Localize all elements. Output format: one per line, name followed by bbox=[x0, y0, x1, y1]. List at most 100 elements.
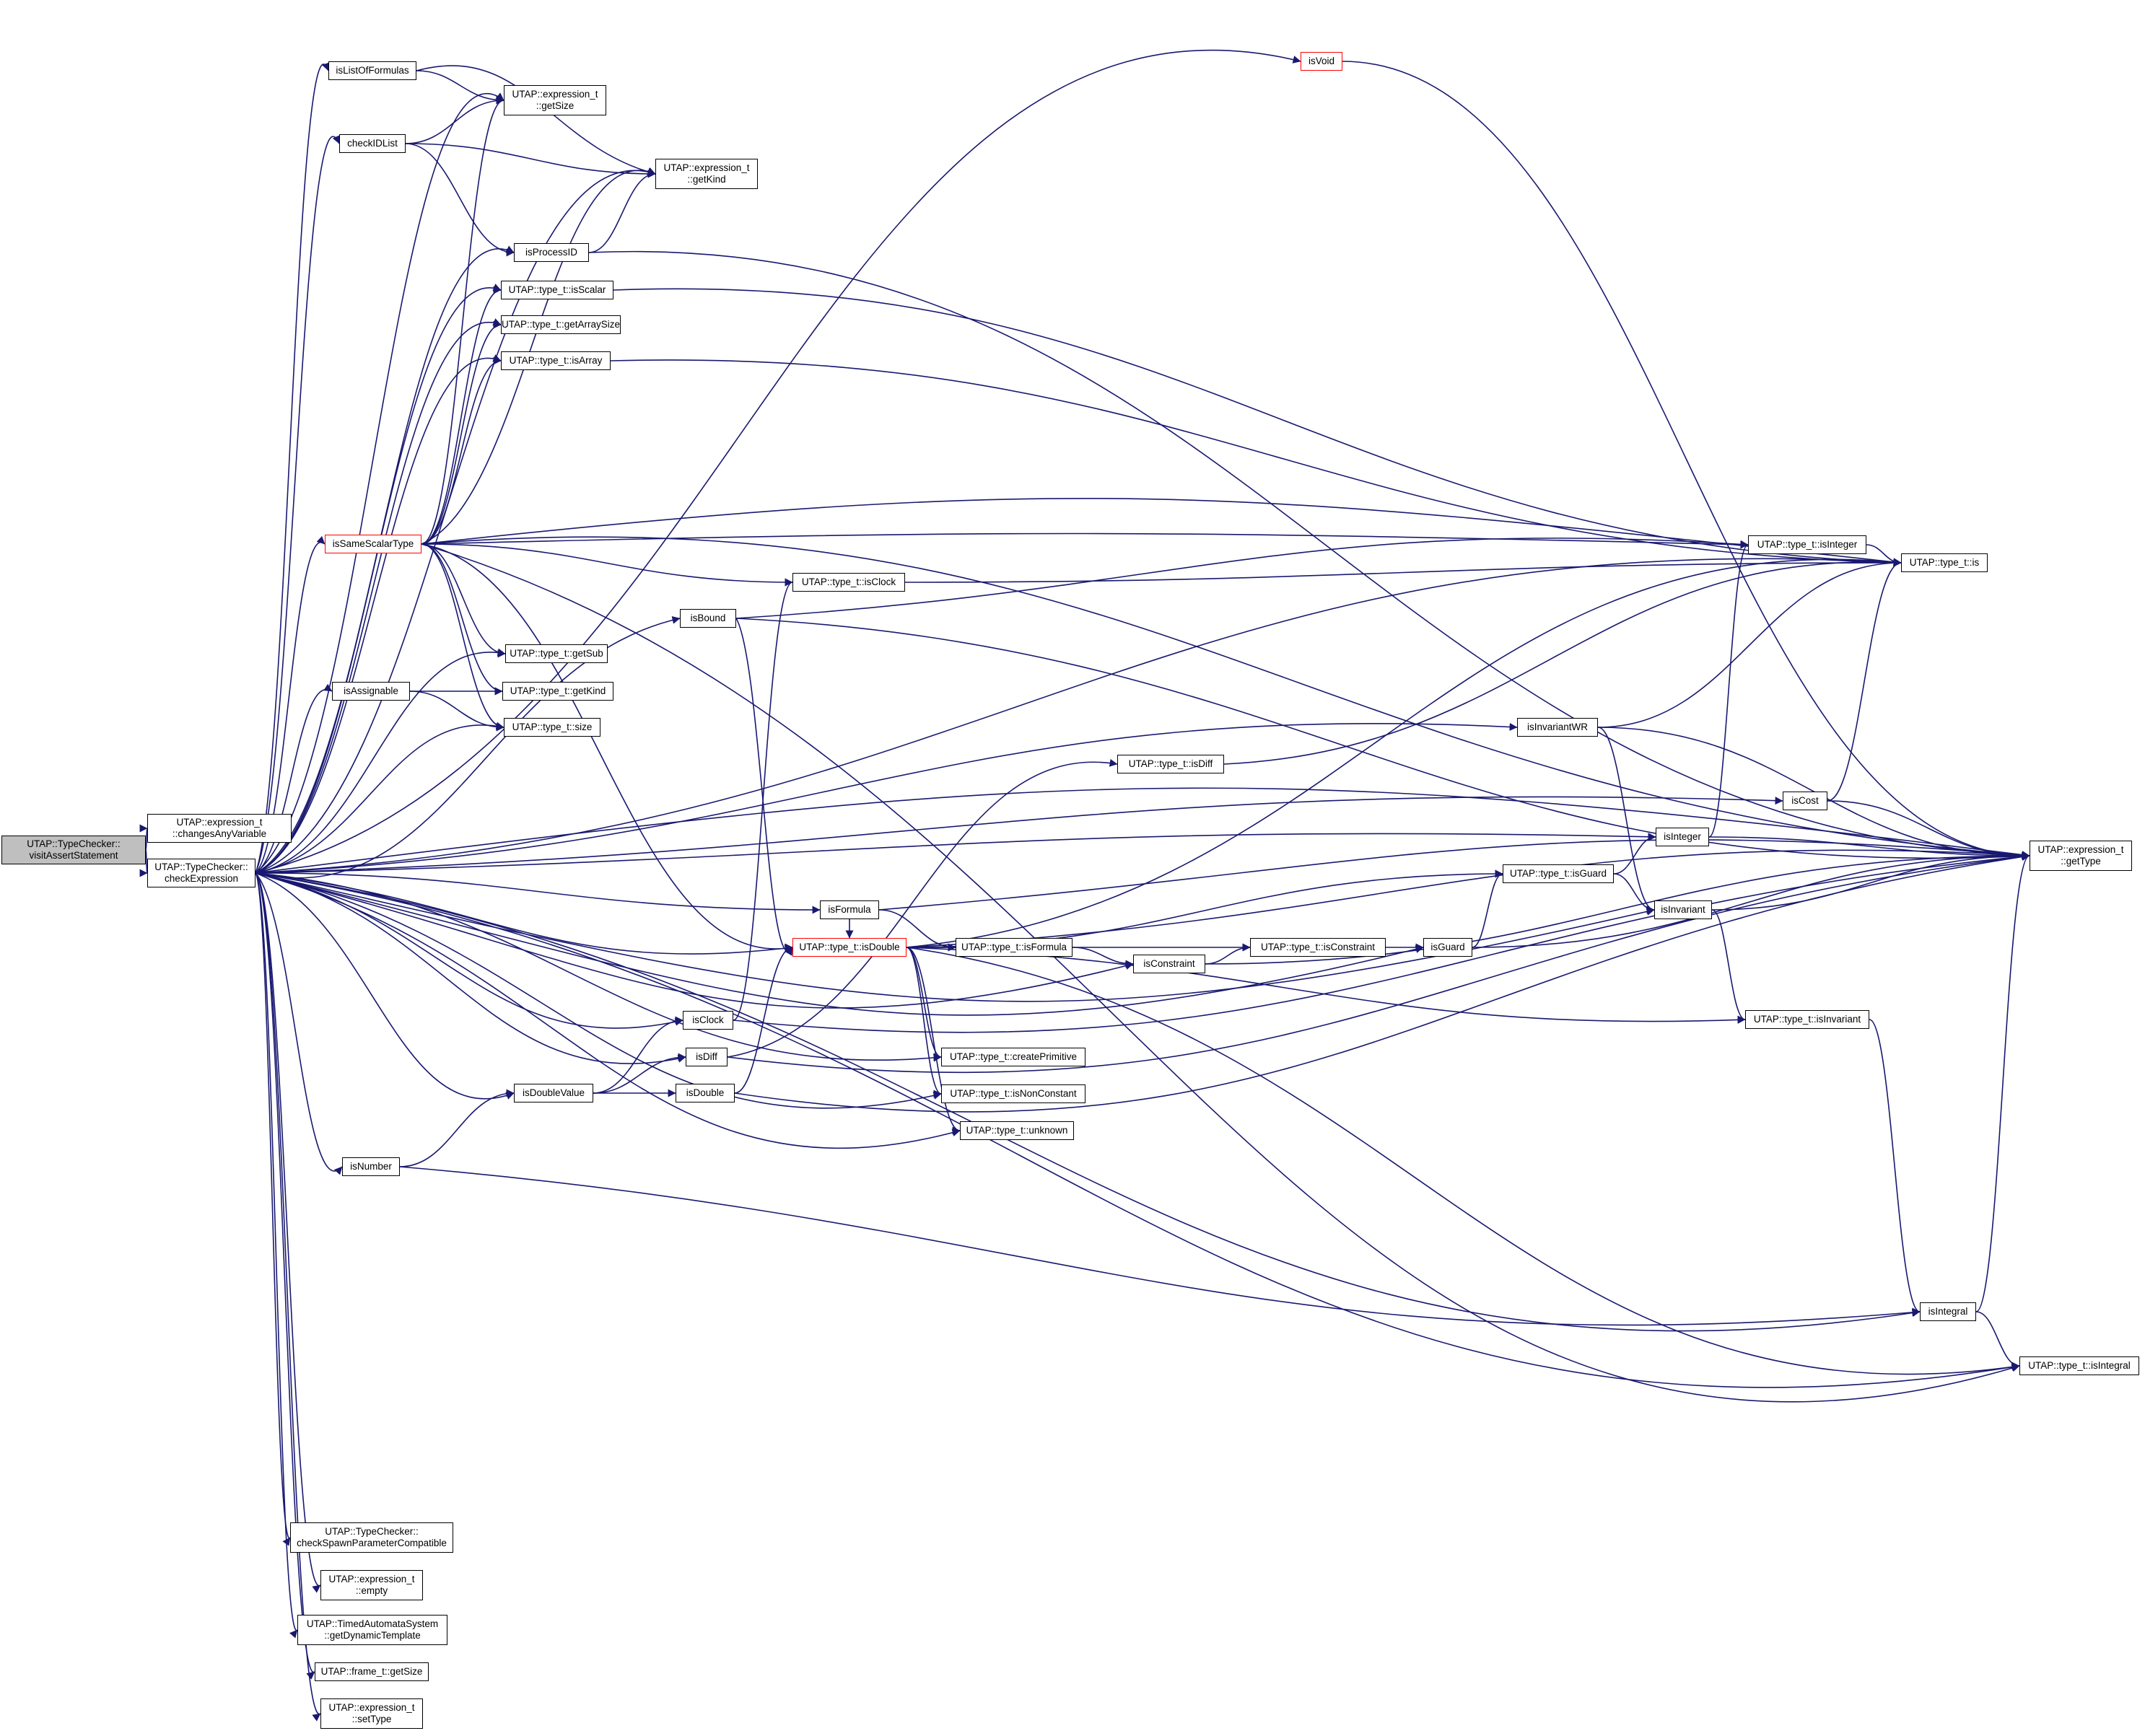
edge-isAssignable-to-type_size bbox=[409, 691, 504, 732]
node-type-get-array-size[interactable]: UTAP::type_t::getArraySize bbox=[501, 315, 621, 334]
node-is-clock[interactable]: isClock bbox=[683, 1011, 733, 1030]
edge-checkExpression-to-isConstraint bbox=[255, 872, 1134, 1009]
node-changes-any-variable[interactable]: UTAP::expression_t ::changesAnyVariable bbox=[147, 814, 292, 843]
node-is-void[interactable]: isVoid bbox=[1301, 52, 1342, 71]
node-is-formula[interactable]: isFormula bbox=[820, 900, 879, 919]
node-check-expression[interactable]: UTAP::TypeChecker:: checkExpression bbox=[147, 859, 255, 887]
edge-isInteger-to-getType bbox=[1708, 836, 2030, 860]
node-is-invariant[interactable]: isInvariant bbox=[1654, 900, 1712, 919]
node-is-guard[interactable]: isGuard bbox=[1423, 938, 1472, 957]
edge-checkExpression-to-expr_getSize bbox=[255, 92, 504, 874]
node-is-invariant-wr[interactable]: isInvariantWR bbox=[1517, 718, 1598, 737]
node-is-double[interactable]: isDouble bbox=[676, 1084, 735, 1102]
node-type-is-invariant[interactable]: UTAP::type_t::isInvariant bbox=[1745, 1010, 1869, 1029]
edge-visitAssertStatement-to-changesAnyVariable bbox=[139, 824, 148, 851]
node-type-unknown[interactable]: UTAP::type_t::unknown bbox=[960, 1121, 1074, 1140]
node-expression-get-size[interactable]: UTAP::expression_t ::getSize bbox=[504, 85, 606, 115]
node-label-line: ::getKind bbox=[687, 174, 726, 185]
node-label-line: UTAP::expression_t bbox=[2037, 844, 2124, 855]
edge-checkExpression-to-isListOfFormulas bbox=[255, 62, 330, 874]
edge-checkExpression-to-type_is bbox=[255, 558, 1902, 874]
edge-checkExpression-to-getKind_expr bbox=[255, 167, 656, 874]
node-check-spawn-parameter-compatible[interactable]: UTAP::TypeChecker:: checkSpawnParameterC… bbox=[290, 1522, 453, 1553]
node-is-assignable[interactable]: isAssignable bbox=[332, 682, 410, 701]
edge-isBound-to-getType bbox=[735, 618, 2030, 861]
node-label-line: ::empty bbox=[355, 1585, 388, 1596]
edge-isDoubleValue-to-isClock bbox=[593, 1016, 683, 1094]
node-type-is-constraint[interactable]: UTAP::type_t::isConstraint bbox=[1250, 938, 1386, 957]
node-is-process-id[interactable]: isProcessID bbox=[514, 243, 589, 262]
node-label-line: isIntegral bbox=[1928, 1306, 1968, 1317]
node-is-list-of-formulas[interactable]: isListOfFormulas bbox=[328, 61, 416, 80]
edge-isConstraint-to-isConstraintT bbox=[1205, 943, 1251, 965]
node-label-line: isListOfFormulas bbox=[336, 65, 409, 76]
node-is-double-value[interactable]: isDoubleValue bbox=[514, 1084, 593, 1102]
edge-isDiff-to-isDiffT bbox=[727, 758, 1118, 1058]
node-label-line: isDouble bbox=[686, 1087, 725, 1098]
edge-isIntegral-to-getType bbox=[1975, 851, 2030, 1312]
node-type-is-guard[interactable]: UTAP::type_t::isGuard bbox=[1503, 864, 1614, 883]
edge-isFormula-to-getType bbox=[878, 839, 2030, 911]
node-type-get-kind[interactable]: UTAP::type_t::getKind bbox=[502, 682, 613, 701]
node-is-number[interactable]: isNumber bbox=[342, 1157, 400, 1176]
edge-checkExpression-to-isInvariantWR bbox=[255, 722, 1518, 874]
edge-isBound-to-isIntegerT bbox=[735, 538, 1749, 619]
edge-isListOfFormulas-to-expr_getSize bbox=[416, 70, 504, 105]
edge-isClock-to-getType bbox=[733, 852, 2030, 1033]
node-is-integral[interactable]: isIntegral bbox=[1920, 1302, 1976, 1321]
node-label-line: UTAP::type_t::is bbox=[1909, 557, 1980, 568]
edge-checkExpression-to-checkSpawn bbox=[255, 872, 291, 1546]
edge-checkExpression-to-checkIDList bbox=[255, 135, 340, 874]
node-visit-assert-statement: UTAP::TypeChecker:: visitAssertStatement bbox=[1, 836, 146, 864]
node-type-get-sub[interactable]: UTAP::type_t::getSub bbox=[505, 644, 608, 663]
node-expression-set-type[interactable]: UTAP::expression_t ::setType bbox=[320, 1698, 423, 1729]
node-label-line: UTAP::expression_t bbox=[663, 162, 750, 173]
node-label-line: ::getType bbox=[2061, 856, 2101, 867]
node-label-line: UTAP::type_t::getKind bbox=[510, 685, 606, 696]
node-is-bound[interactable]: isBound bbox=[680, 609, 736, 628]
node-expression-empty[interactable]: UTAP::expression_t ::empty bbox=[320, 1570, 423, 1600]
node-type-is-non-constant[interactable]: UTAP::type_t::isNonConstant bbox=[941, 1084, 1085, 1103]
node-is-diff[interactable]: isDiff bbox=[686, 1048, 728, 1066]
edge-isNumber-to-isIntegral bbox=[399, 1166, 1921, 1326]
node-is-integer[interactable]: isInteger bbox=[1656, 828, 1709, 846]
node-type-is-integral[interactable]: UTAP::type_t::isIntegral bbox=[2019, 1356, 2139, 1375]
node-is-cost[interactable]: isCost bbox=[1783, 792, 1827, 810]
edge-isDoubleT-to-type_is bbox=[906, 558, 1902, 948]
node-expression-get-kind[interactable]: UTAP::expression_t ::getKind bbox=[655, 159, 758, 189]
edge-checkExpression-to-isIntegralT bbox=[255, 872, 2020, 1388]
edge-checkIDList-to-isProcessID bbox=[405, 143, 515, 257]
node-label-line: UTAP::type_t::isDiff bbox=[1128, 758, 1213, 769]
edge-checkExpression-to-isDiff bbox=[255, 872, 686, 1064]
node-expression-get-type[interactable]: UTAP::expression_t ::getType bbox=[2030, 841, 2132, 871]
node-label-line: UTAP::type_t::unknown bbox=[966, 1125, 1068, 1136]
node-is-same-scalar-type[interactable]: isSameScalarType bbox=[325, 535, 421, 553]
node-label-line: isNumber bbox=[350, 1161, 392, 1172]
edge-isSameScalarType-to-isScalar bbox=[421, 286, 502, 545]
edge-isGuard-to-isGuardT bbox=[1472, 869, 1503, 948]
edge-checkExpression-to-unknown bbox=[255, 872, 961, 1149]
edge-isSameScalarType-to-type_is bbox=[421, 497, 1902, 566]
node-get-dynamic-template[interactable]: UTAP::TimedAutomataSystem ::getDynamicTe… bbox=[297, 1615, 447, 1645]
node-type-is-diff[interactable]: UTAP::type_t::isDiff bbox=[1117, 755, 1224, 773]
node-type-size[interactable]: UTAP::type_t::size bbox=[504, 718, 600, 737]
node-type-is-double[interactable]: UTAP::type_t::isDouble bbox=[792, 938, 907, 957]
node-is-constraint[interactable]: isConstraint bbox=[1133, 955, 1205, 973]
node-type-is-array[interactable]: UTAP::type_t::isArray bbox=[501, 351, 611, 370]
node-label-line: isCost bbox=[1791, 795, 1819, 806]
node-type-is[interactable]: UTAP::type_t::is bbox=[1901, 553, 1988, 572]
node-label-line: UTAP::type_t::isIntegral bbox=[2028, 1360, 2131, 1371]
node-label-line: checkSpawnParameterCompatible bbox=[297, 1538, 447, 1548]
node-check-id-list[interactable]: checkIDList bbox=[339, 134, 406, 153]
node-type-is-clock[interactable]: UTAP::type_t::isClock bbox=[792, 573, 905, 592]
edge-checkExpression-to-isNonConstant bbox=[255, 872, 942, 1109]
node-type-is-formula[interactable]: UTAP::type_t::isFormula bbox=[956, 938, 1072, 957]
node-label-line: UTAP::expression_t bbox=[328, 1702, 415, 1713]
node-type-is-scalar[interactable]: UTAP::type_t::isScalar bbox=[501, 281, 613, 299]
node-frame-get-size[interactable]: UTAP::frame_t::getSize bbox=[315, 1662, 429, 1681]
node-type-create-primitive[interactable]: UTAP::type_t::createPrimitive bbox=[941, 1048, 1085, 1066]
node-label-line: isVoid bbox=[1308, 56, 1335, 66]
node-label-line: UTAP::type_t::createPrimitive bbox=[949, 1051, 1078, 1062]
edge-isDoubleT-to-getType bbox=[906, 849, 2030, 948]
node-type-is-integer[interactable]: UTAP::type_t::isInteger bbox=[1748, 535, 1866, 554]
